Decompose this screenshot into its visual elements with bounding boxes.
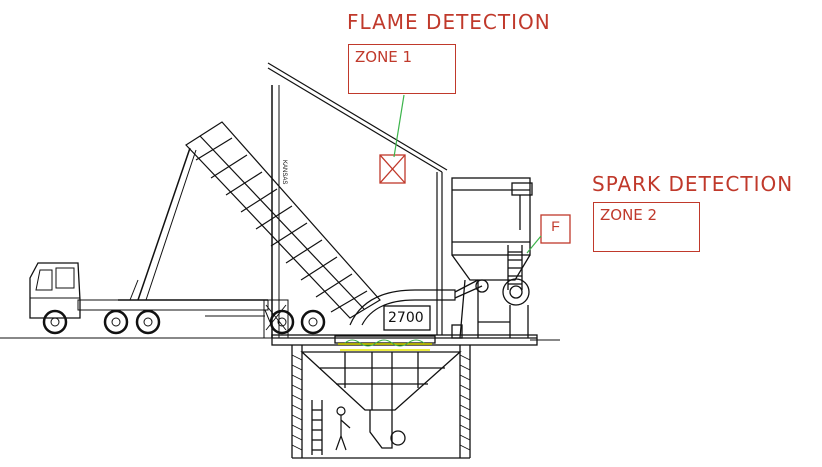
spark-detection-title: SPARK DETECTION: [592, 172, 794, 196]
cyclone-filter: [451, 177, 533, 339]
intake-platform: [271, 279, 538, 346]
underground-pit: [291, 345, 471, 459]
leader-lines: [393, 94, 542, 254]
spark-detector-box: [540, 214, 571, 244]
grate-zone: [338, 343, 432, 351]
pit-wall-hatch: [291, 354, 471, 451]
zone-2-box: ZONE 2: [593, 202, 700, 252]
flame-detection-title: FLAME DETECTION: [347, 10, 551, 34]
zone-2-label: ZONE 2: [600, 206, 658, 224]
f-marker-label: F: [551, 218, 560, 234]
truck-wheels: [42, 309, 326, 335]
dimension-2700-label: 2700: [388, 310, 424, 326]
zone-1-label: ZONE 1: [355, 48, 413, 66]
worker-figure: [335, 406, 351, 451]
flame-detector-icon: [379, 154, 406, 184]
tipped-bed: [185, 121, 381, 319]
zone-1-box: ZONE 1: [348, 44, 456, 94]
canopy-roof: [267, 62, 448, 335]
mast-label: KANSAS: [281, 160, 287, 185]
truck: [29, 147, 326, 335]
